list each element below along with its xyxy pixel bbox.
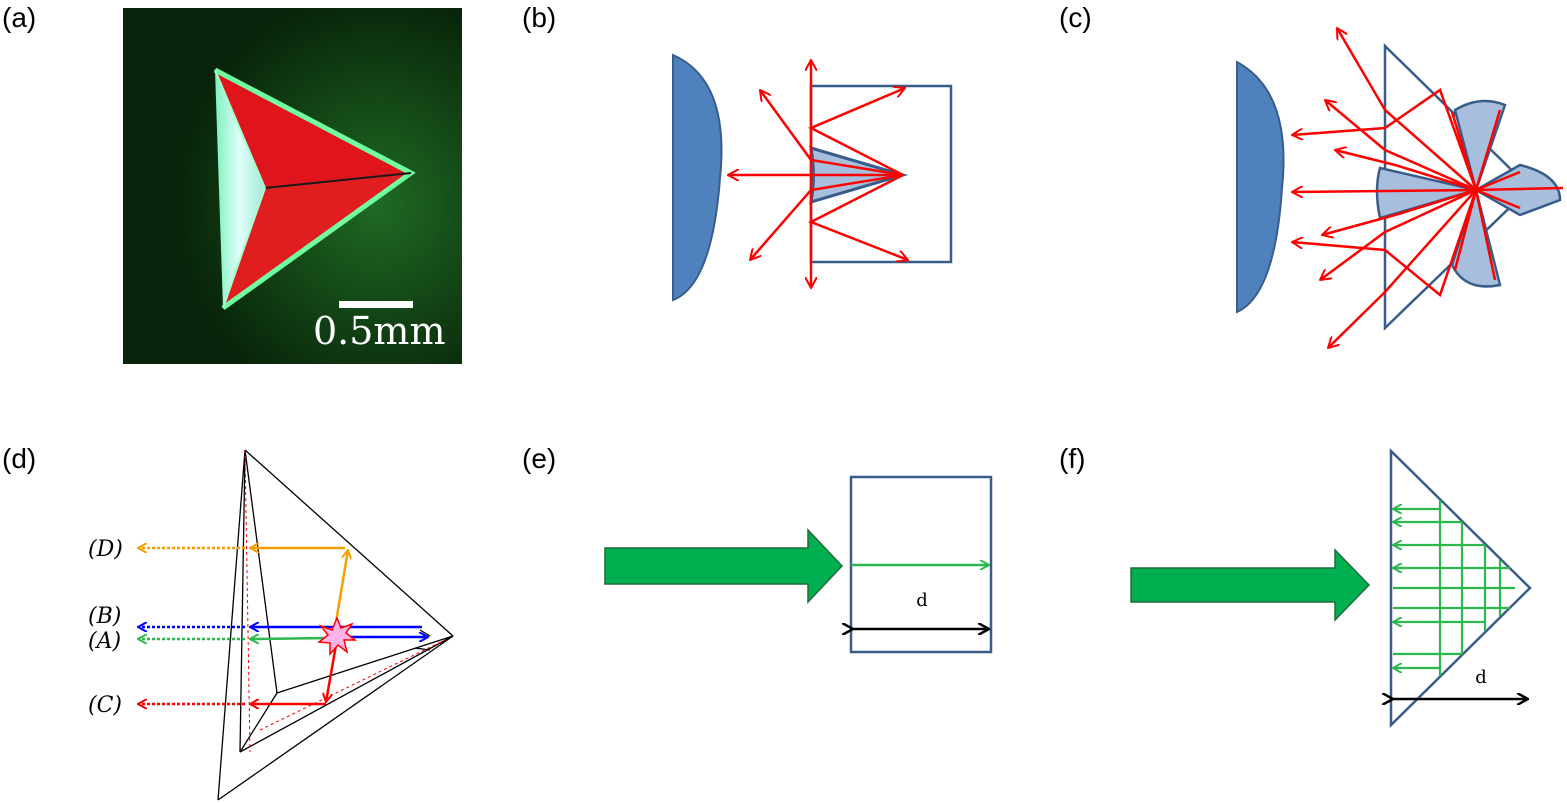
panel-b-diagram <box>672 53 953 302</box>
crystal-left-face <box>215 70 265 308</box>
pyramid-wireframe-d <box>217 449 454 801</box>
path-d <box>138 548 348 629</box>
panel-label-f: (f) <box>1059 443 1086 474</box>
pyramid-crystal-f <box>1389 448 1532 728</box>
path-label-c: (C) <box>88 693 122 718</box>
crystal-image <box>123 8 462 364</box>
panel-label-a: (a) <box>2 2 37 33</box>
path-b <box>138 627 428 637</box>
panel-f-diagram <box>1130 448 1532 728</box>
panel-c-diagram <box>1236 28 1564 348</box>
crystal-upper-face <box>215 70 411 188</box>
rays-c <box>1292 28 1564 348</box>
panel-label-b: (b) <box>522 2 557 33</box>
path-label-d: (D) <box>88 537 123 562</box>
scale-bar-label: 0.5mm <box>313 309 446 353</box>
panel-label-d: (d) <box>2 443 37 474</box>
panel-label-c: (c) <box>1059 2 1092 33</box>
panel-label-e: (e) <box>522 443 557 474</box>
rays-b <box>728 60 908 288</box>
crystal-photo: 0.5mm <box>123 8 462 364</box>
lens-c <box>1236 60 1285 314</box>
panel-d-diagram <box>138 449 454 801</box>
panel-e-diagram <box>604 475 993 654</box>
scale-bar <box>339 301 413 308</box>
dimension-label-f: d <box>1475 667 1487 688</box>
path-c <box>138 644 338 704</box>
excitation-arrow-f <box>1130 548 1371 622</box>
path-label-a: (A) <box>88 629 121 654</box>
emission-point-star <box>317 616 358 656</box>
excitation-arrow-e <box>604 528 844 604</box>
path-label-b: (B) <box>88 604 121 629</box>
lens-b <box>672 53 723 302</box>
path-a <box>138 638 331 639</box>
green-rays-f <box>1393 500 1515 676</box>
dimension-label-e: d <box>916 590 928 611</box>
